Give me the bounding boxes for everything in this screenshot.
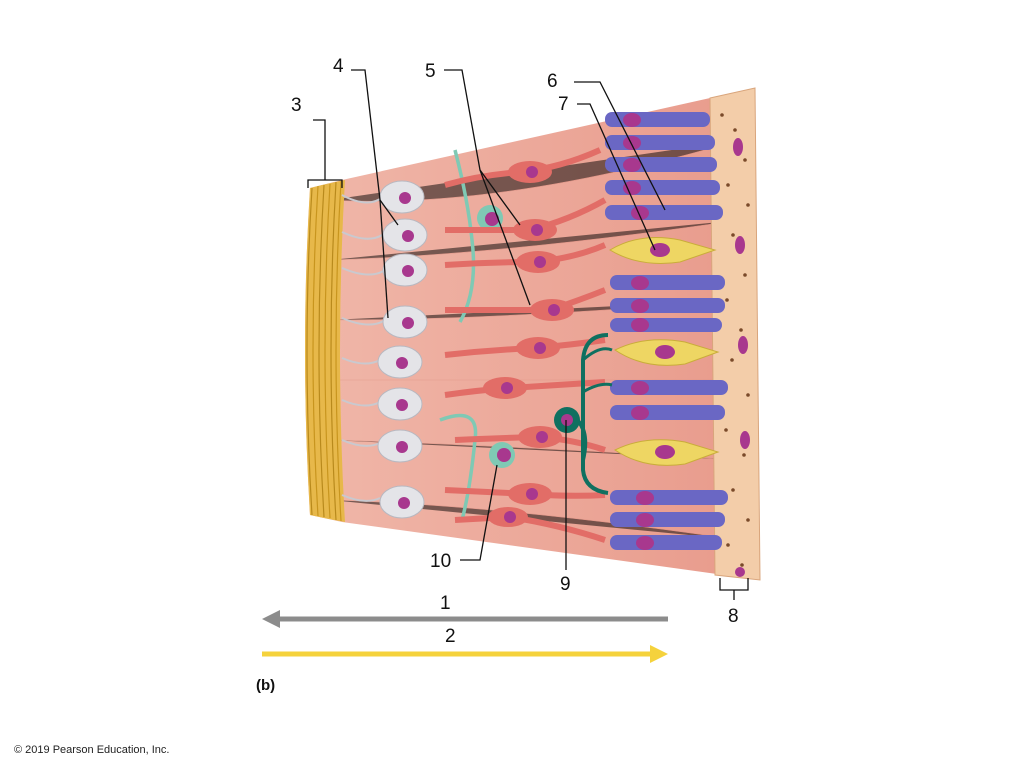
rod	[610, 490, 728, 505]
rod	[610, 275, 725, 290]
bipolar-cell	[444, 483, 606, 505]
bipolar-cell	[444, 197, 607, 241]
number-labels: 3 4 5 6 7 8 9 10 1 2	[291, 56, 739, 647]
label-8: 8	[728, 606, 739, 627]
ganglion-cell	[341, 429, 423, 463]
cone	[614, 439, 720, 466]
label-10: 10	[430, 551, 451, 572]
bipolar-cell	[444, 377, 606, 399]
ganglion-cell	[341, 305, 428, 339]
label-5: 5	[425, 61, 436, 82]
rod	[605, 112, 710, 127]
copyright-notice: © 2019 Pearson Education, Inc.	[14, 744, 170, 756]
horizontal-cell	[554, 333, 613, 495]
cones	[609, 237, 720, 466]
ganglion-cell	[341, 253, 428, 287]
bipolar-cell	[444, 242, 607, 273]
rod	[605, 205, 723, 220]
ganglion-cell	[341, 387, 423, 421]
nerve-fiber-layer	[305, 180, 345, 522]
rod	[610, 512, 725, 527]
pigmented-epithelium	[709, 87, 761, 581]
rod	[605, 157, 717, 172]
rod	[605, 135, 715, 150]
cone	[609, 237, 717, 264]
bipolar-cell	[445, 287, 607, 321]
bipolar-cell	[444, 147, 602, 188]
leader-lines	[307, 69, 749, 600]
label-9: 9	[560, 574, 571, 595]
rod	[610, 318, 722, 332]
label-3: 3	[291, 95, 302, 116]
rod	[605, 180, 720, 195]
signal-direction-arrow	[262, 645, 668, 663]
label-7: 7	[558, 94, 569, 115]
rod	[610, 298, 725, 313]
rod	[610, 405, 725, 420]
cone	[614, 339, 720, 366]
rod	[610, 380, 728, 395]
label-1: 1	[440, 593, 451, 614]
bipolar-cell	[454, 507, 606, 543]
label-2: 2	[445, 626, 456, 647]
panel-label: (b)	[256, 677, 276, 694]
amacrine-cell	[489, 442, 515, 468]
amacrine-cell	[477, 205, 503, 231]
label-4: 4	[333, 56, 344, 77]
ganglion-cell	[341, 485, 425, 519]
rod	[610, 535, 722, 550]
ganglion-cell	[341, 345, 423, 379]
rods	[605, 112, 728, 550]
light-direction-arrow	[262, 610, 668, 628]
label-6: 6	[547, 71, 558, 92]
bipolar-cell	[444, 337, 606, 359]
ganglion-cell	[341, 180, 425, 214]
